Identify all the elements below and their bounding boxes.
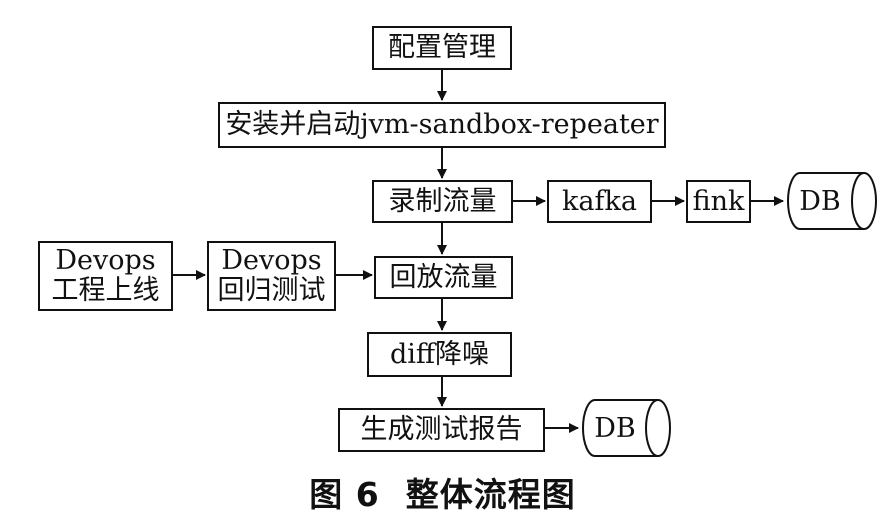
node-record-label: 录制流量 bbox=[388, 185, 497, 217]
node-kafka: kafka bbox=[547, 180, 652, 223]
figure-number: 图 6 bbox=[309, 475, 380, 514]
figure-title: 整体流程图 bbox=[405, 475, 576, 514]
devops-regression-line1: Devops bbox=[221, 245, 322, 277]
node-install-label: 安装并启动jvm-sandbox-repeater bbox=[225, 109, 659, 141]
node-kafka-label: kafka bbox=[562, 185, 637, 217]
node-devops-regression: Devops 回归测试 bbox=[207, 241, 336, 311]
figure-caption: 图 6 整体流程图 bbox=[0, 468, 885, 514]
node-fink-label: fink bbox=[692, 185, 745, 217]
node-replay-traffic: 回放流量 bbox=[374, 256, 513, 299]
node-record-traffic: 录制流量 bbox=[372, 180, 513, 223]
db-cylinder-bottom bbox=[582, 399, 671, 457]
node-fink: fink bbox=[686, 180, 751, 223]
devops-online-line2: 工程上线 bbox=[51, 275, 160, 306]
node-devops-online: Devops 工程上线 bbox=[38, 241, 173, 311]
node-generate-report: 生成测试报告 bbox=[338, 408, 545, 452]
devops-online-line1: Devops bbox=[55, 245, 156, 277]
node-replay-label: 回放流量 bbox=[389, 261, 498, 293]
db2-text: DB bbox=[594, 412, 636, 444]
node-diff-label: diff降噪 bbox=[389, 338, 490, 370]
db-label-top: DB bbox=[790, 173, 850, 229]
db-label-bottom: DB bbox=[585, 400, 645, 456]
node-config-management: 配置管理 bbox=[372, 26, 512, 70]
node-config-label: 配置管理 bbox=[388, 32, 496, 64]
node-install-sandbox: 安装并启动jvm-sandbox-repeater bbox=[218, 102, 666, 148]
db-cylinder-top bbox=[787, 172, 877, 230]
node-report-label: 生成测试报告 bbox=[360, 414, 523, 446]
db1-text: DB bbox=[799, 185, 841, 217]
node-diff-denoise: diff降噪 bbox=[367, 332, 512, 377]
devops-regression-line2: 回归测试 bbox=[217, 275, 326, 306]
